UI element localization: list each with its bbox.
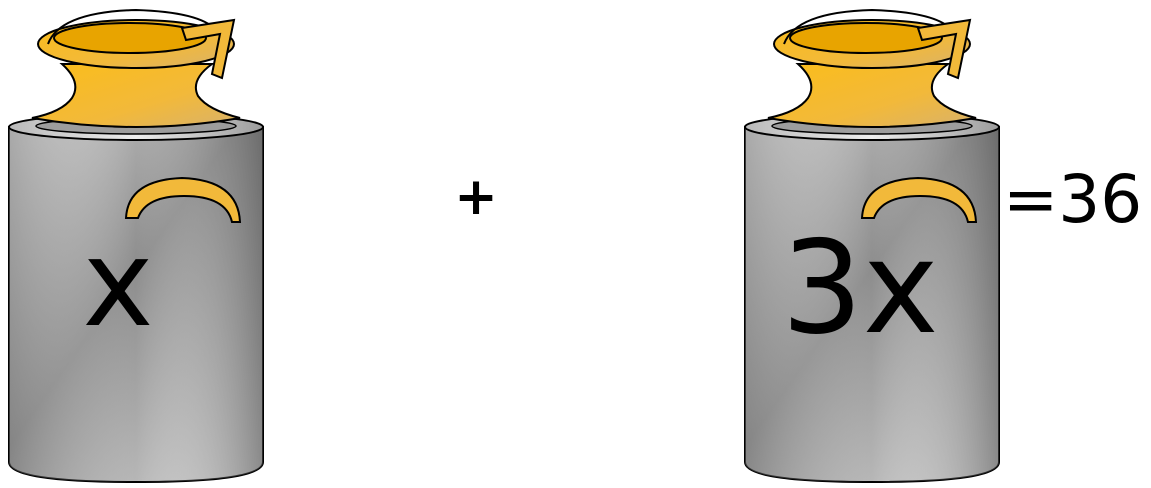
- weight-right-label: 3x: [781, 214, 938, 363]
- plus-operator: +: [454, 167, 498, 227]
- weight-left-label: x: [82, 215, 153, 354]
- weight-right: 3x: [745, 10, 999, 482]
- weight-left: x: [9, 10, 263, 482]
- weight-right-knob: [768, 64, 976, 127]
- equation-result: =36: [1003, 161, 1142, 238]
- weight-left-knob: [32, 64, 240, 127]
